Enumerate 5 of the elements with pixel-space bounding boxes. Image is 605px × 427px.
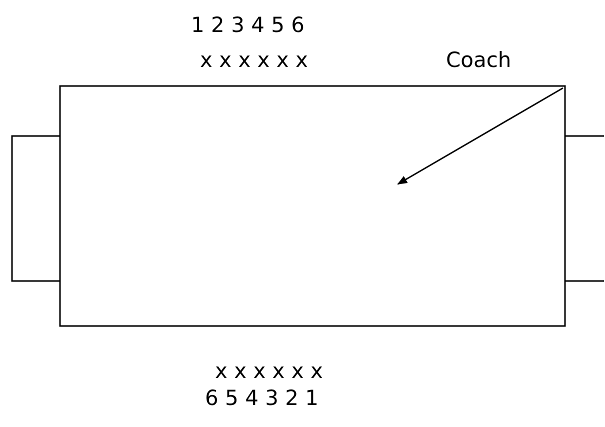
coach-label: Coach <box>446 47 512 73</box>
player-numbers: 6 5 4 3 2 1 <box>205 385 319 411</box>
player-numbers: 1 2 3 4 5 6 <box>191 12 305 38</box>
player-marks: x x x x x x <box>215 358 323 384</box>
player-marks: x x x x x x <box>200 47 308 73</box>
